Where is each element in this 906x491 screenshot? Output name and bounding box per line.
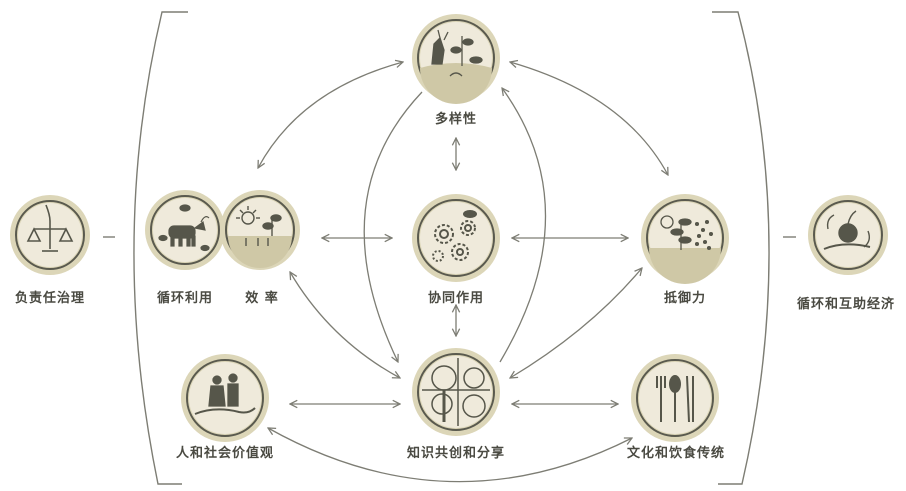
knowledge-icon bbox=[412, 348, 500, 436]
culture-food-label: 文化和饮食传统 bbox=[626, 446, 726, 461]
tree-puzzle-icon bbox=[422, 358, 490, 426]
recycling-icon bbox=[145, 190, 225, 270]
recycling-label: 循环利用 bbox=[156, 291, 214, 306]
knowledge-label: 知识共创和分享 bbox=[406, 446, 506, 461]
arrow-humanvalues-culture bbox=[268, 428, 632, 483]
left-bracket bbox=[103, 11, 188, 485]
apple-hand-icon bbox=[823, 210, 871, 250]
synergy-icon bbox=[412, 194, 500, 282]
arrow-diversity-to-recycling bbox=[258, 62, 403, 168]
arrow-diversity-curve-left bbox=[363, 91, 423, 362]
gears-icon bbox=[432, 210, 477, 262]
resilience-icon bbox=[641, 194, 729, 284]
efficiency-icon bbox=[220, 190, 300, 270]
arrow-knowledge-resilience bbox=[510, 268, 642, 378]
circular-economy-label: 循环和互助经济 bbox=[796, 297, 896, 312]
diversity-icon bbox=[412, 14, 500, 104]
human-values-label: 人和社会价值观 bbox=[175, 446, 275, 461]
synergy-label: 协同作用 bbox=[427, 291, 485, 306]
diversity-label: 多样性 bbox=[434, 112, 478, 127]
right-bracket bbox=[712, 11, 796, 485]
people-hand-icon bbox=[194, 373, 256, 415]
human-values-icon bbox=[181, 354, 269, 442]
ox-leaves-icon bbox=[158, 204, 210, 252]
plant-rain-icon bbox=[660, 215, 714, 251]
arrow-diversity-curve-right bbox=[499, 88, 547, 363]
arrow-efficiency-knowledge bbox=[290, 272, 400, 378]
arrow-diversity-to-resilience bbox=[510, 62, 668, 175]
resilience-label: 抵御力 bbox=[663, 291, 707, 306]
utensils-icon bbox=[656, 375, 694, 423]
culture-food-icon bbox=[631, 354, 719, 442]
governance-icon bbox=[10, 195, 90, 275]
animals-plants-icon bbox=[431, 29, 483, 77]
circular-economy-icon bbox=[808, 195, 888, 275]
governance-label: 负责任治理 bbox=[14, 291, 86, 306]
sun-sprout-icon bbox=[236, 206, 282, 246]
efficiency-label: 效 率 bbox=[245, 291, 279, 306]
scale-icon bbox=[26, 204, 74, 252]
